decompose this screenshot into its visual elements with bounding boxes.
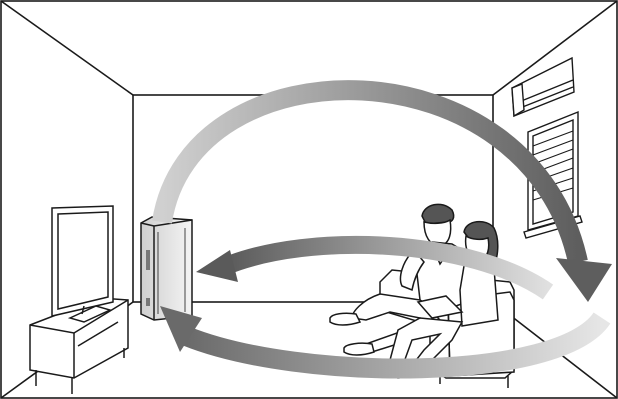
tv-stand (30, 298, 128, 394)
television (52, 206, 113, 322)
man-shoe-left (330, 313, 360, 325)
air-purifier-unit (141, 217, 192, 320)
airflow-arrowhead-top (556, 258, 612, 302)
air-conditioner (512, 58, 574, 116)
man-shoe-right (344, 343, 374, 355)
